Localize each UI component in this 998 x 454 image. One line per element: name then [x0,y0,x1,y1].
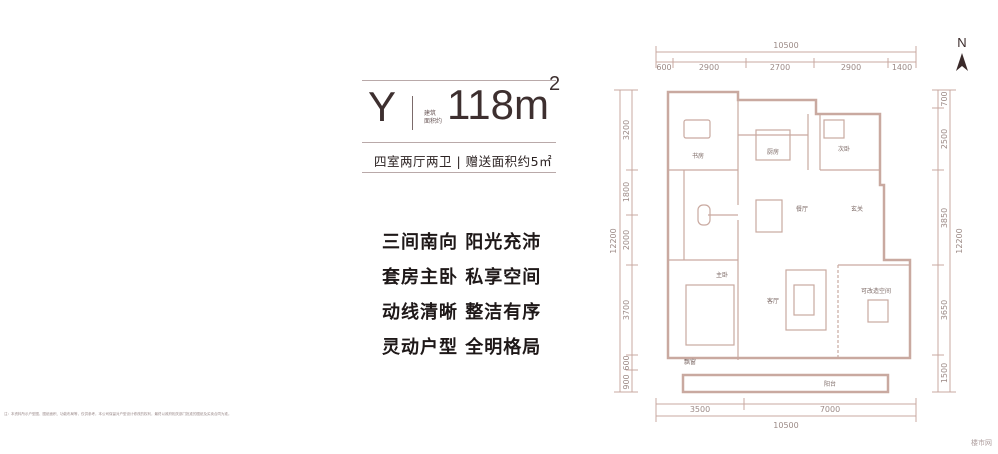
room-kitchen: 厨房 [767,148,779,156]
kitchen-counter [755,129,791,161]
middle-rule [362,142,556,143]
feature-2: 套房主卧 私享空间 [382,267,542,288]
master-bed [685,284,735,346]
area-value: 118m2 [447,74,560,128]
feature-4: 灵动户型 全明格局 [382,337,542,358]
top-rule [362,80,556,81]
floor-plan: 10500 600 2900 2700 2900 1400 3500 7000 … [609,41,964,430]
bottom-dim-2: 7000 [820,405,840,414]
right-dim-4: 3650 [940,300,949,320]
room-dining: 餐厅 [796,205,808,213]
right-total-dim: 12200 [955,228,964,253]
room-second-bedroom: 次卧 [838,145,850,153]
area-unit-sup: 2 [548,73,561,95]
left-dim-2: 1800 [622,182,631,202]
bottom-rule [362,172,556,173]
bottom-dim-1: 3500 [690,405,710,414]
second-bedroom-bed [823,119,845,139]
area-caption: 建筑 面积约 [424,110,442,126]
left-dim-5: 600 [622,355,631,370]
right-dim-2: 2500 [940,129,949,149]
area-number: 118m [447,81,549,128]
area-caption-line1: 建筑 [424,110,437,117]
watermark: 楼市网 [971,439,992,447]
top-dim-1: 600 [656,63,671,72]
room-entrance: 玄关 [851,205,863,213]
room-bay-window: 飘窗 [684,358,696,366]
coffee-table [793,284,815,316]
right-dim-5: 1500 [940,363,949,383]
area-caption-line2: 面积约 [424,118,443,125]
compass-arrow [956,53,968,71]
flex-space-desk [867,299,889,323]
balcony-walls [681,373,890,394]
toilet [697,204,711,226]
left-dim-1: 3200 [622,120,631,140]
footnote: 注：本资料所示户型图、图纸面积、功能布局等，仅供参考，本公司保留对户型设计修改的… [4,412,232,416]
top-dim-3: 2700 [770,63,790,72]
left-dim-3: 2000 [622,230,631,250]
room-study: 书房 [692,152,704,160]
left-total-dim: 12200 [609,228,618,253]
room-balcony: 阳台 [824,380,836,388]
study-desk [683,119,711,139]
top-dim-2: 2900 [699,63,719,72]
room-flexible: 可改造空间 [861,287,891,295]
left-dim-4: 3700 [622,300,631,320]
right-dim-1: 700 [940,91,949,106]
bottom-total-dim: 10500 [773,421,798,430]
title-divider [412,96,413,130]
dining-table [755,199,783,233]
top-total-dim: 10500 [773,41,798,50]
right-dim-3: 3850 [940,208,949,228]
room-living: 客厅 [767,297,779,305]
unit-letter: Y [368,83,397,130]
north-compass-icon: N [956,35,968,71]
unit-subtitle: 四室两厅两卫 | 赠送面积约5㎡ [374,154,553,169]
room-master-bedroom: 主卧 [716,271,728,279]
sofa-set [785,269,827,331]
feature-1: 三间南向 阳光充沛 [382,232,542,253]
top-dim-4: 2900 [841,63,861,72]
left-dim-6: 900 [622,374,631,389]
feature-3: 动线清晰 整洁有序 [382,302,542,323]
top-dim-5: 1400 [892,63,912,72]
compass-label: N [957,35,966,50]
